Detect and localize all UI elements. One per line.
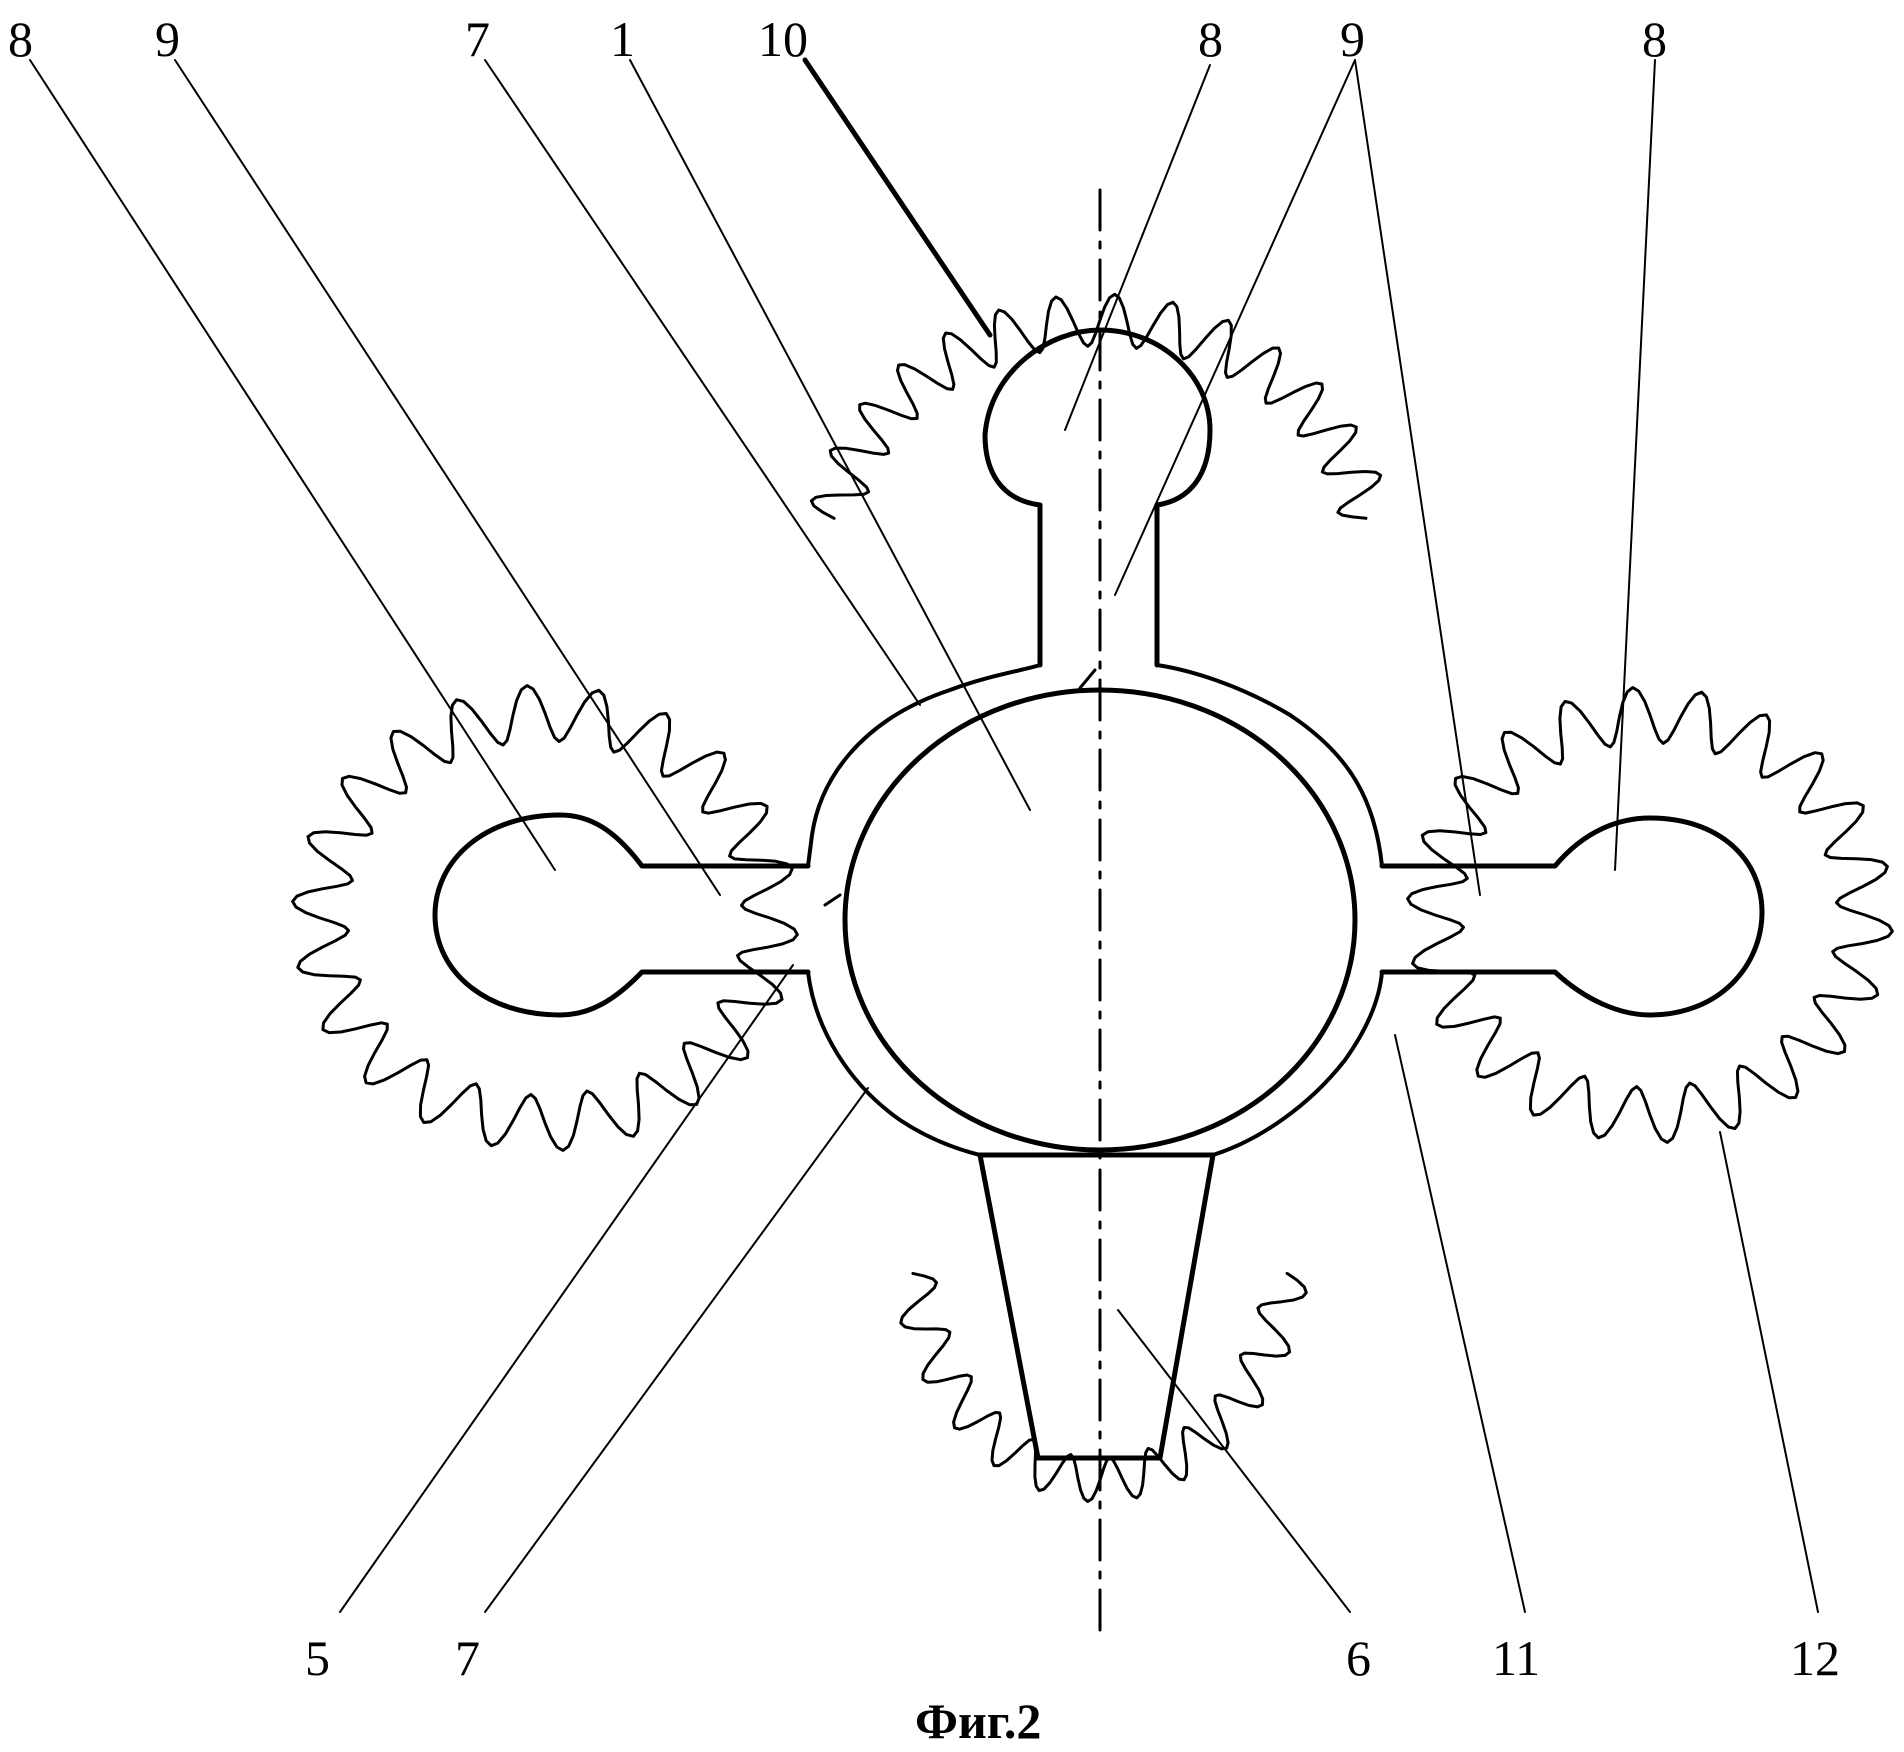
top-labels: 8 9 7 1 10 8 9 8 [8,11,1667,67]
ref-label: 8 [8,11,33,67]
outer-shell-lower-right [1211,970,1384,1157]
ref-label: 8 [1198,11,1223,67]
ref-label: 9 [1340,11,1365,67]
tick-mark [823,893,842,907]
ref-label: 6 [1346,1630,1371,1686]
top-arm-ball [982,327,1213,668]
bottom-trapezoid [977,1152,1216,1461]
ref-label: 11 [1492,1630,1540,1686]
bottom-wavy-contour [899,1271,1308,1503]
ref-label: 9 [155,11,180,67]
ref-label: 10 [758,11,808,67]
outer-shell-lower-left [806,970,982,1157]
leader-lines [29,57,1819,1613]
right-wavy-contour [1406,686,1894,1144]
ref-label: 5 [305,1630,330,1686]
bottom-labels: 5 7 6 11 12 [305,1630,1840,1686]
ref-label: 7 [455,1630,480,1686]
outer-shell-upper-right [1155,663,1384,868]
ref-label: 12 [1790,1630,1840,1686]
top-wavy-contour [809,292,1383,520]
tick-mark [1078,668,1097,690]
left-arm-ball [432,812,811,1018]
ref-label: 8 [1642,11,1667,67]
right-arm-ball [1379,815,1765,1018]
ref-label: 1 [610,11,635,67]
ref-label: 7 [465,11,490,67]
outer-shell-upper [806,663,1042,868]
left-wavy-contour [291,684,799,1152]
figure-caption: Фиг.2 [915,1693,1041,1749]
